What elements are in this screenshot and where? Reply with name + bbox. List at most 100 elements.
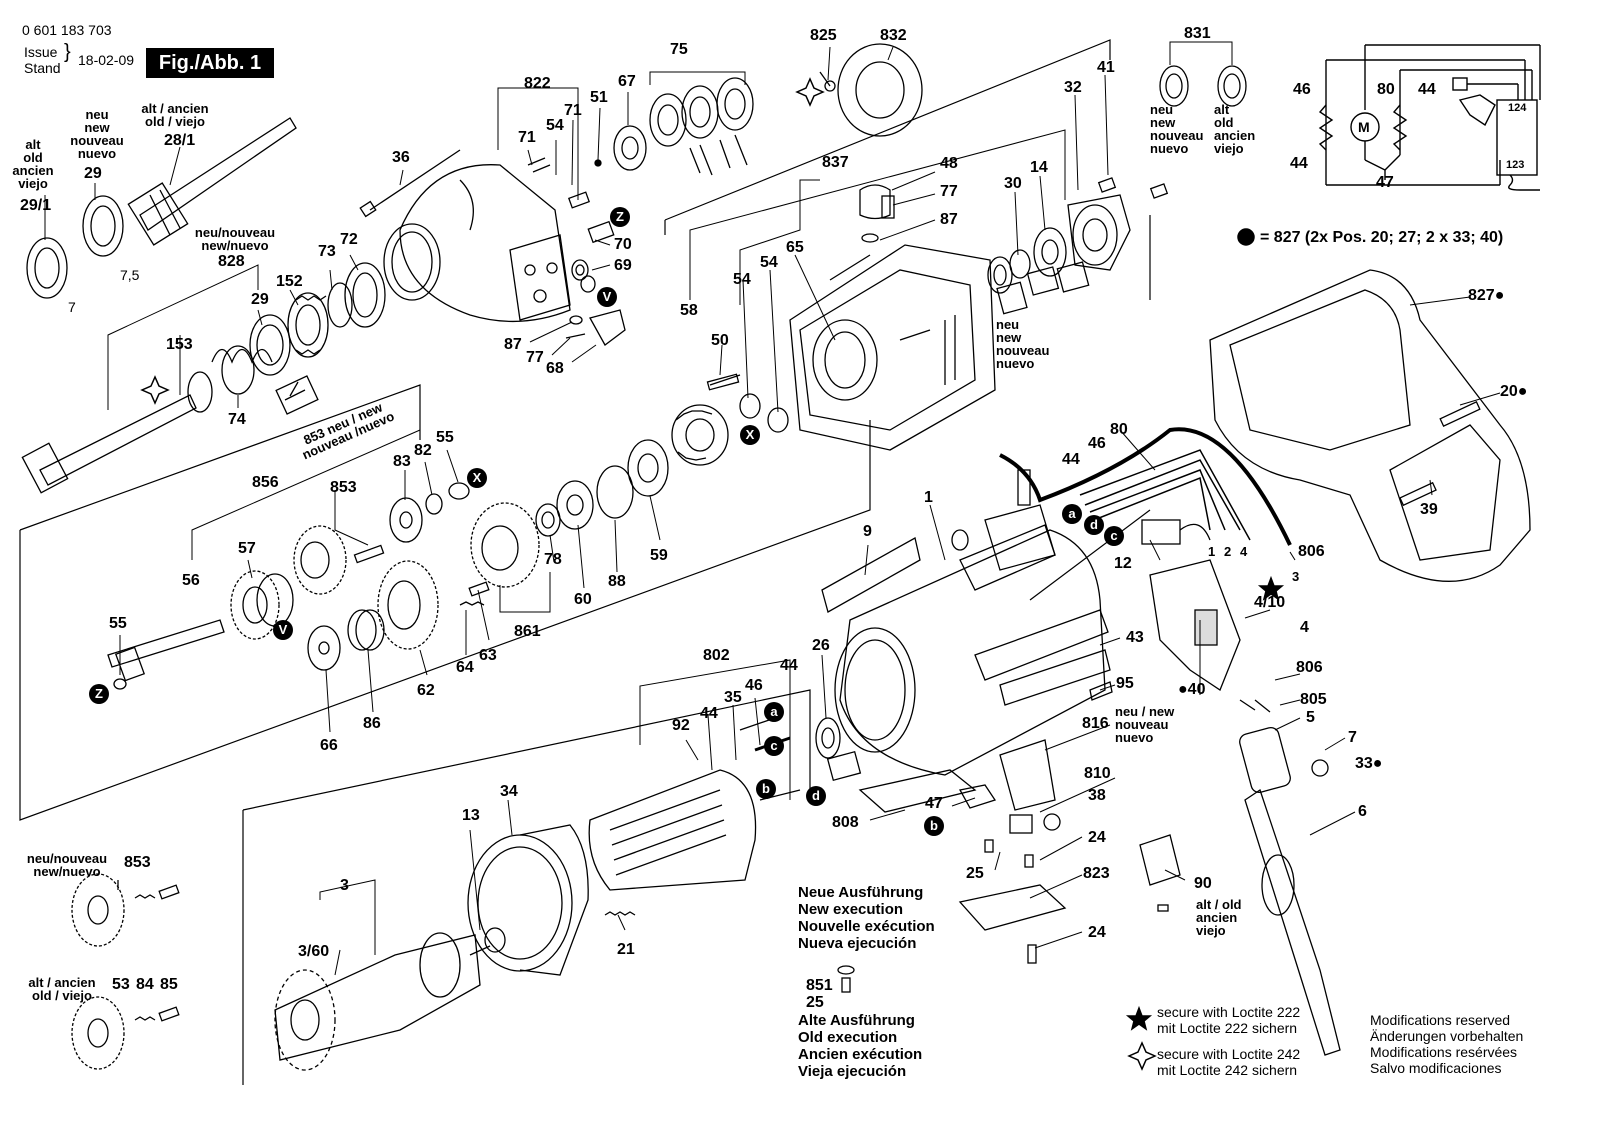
label-69: 69: [614, 257, 632, 274]
label-36: 36: [392, 149, 410, 166]
label-48: 48: [940, 155, 958, 172]
label-802: 802: [703, 647, 730, 664]
callout-v: V: [273, 620, 293, 640]
label-71b: 71: [564, 102, 582, 119]
label-78: 78: [544, 551, 562, 568]
label-54a: 54: [546, 117, 564, 134]
issue-date: 18-02-09: [78, 52, 135, 68]
callout-a: a: [1062, 504, 1082, 524]
wires: [999, 427, 1292, 546]
label-66: 66: [320, 737, 338, 754]
callout-z: Z: [89, 684, 109, 704]
label-153: 153: [166, 336, 193, 353]
label-86: 86: [363, 715, 381, 732]
label-55b: 55: [109, 615, 127, 632]
label-60: 60: [574, 591, 592, 608]
label-46c: 46: [745, 677, 763, 694]
label-54c: 54: [760, 254, 778, 271]
label-39: 39: [1420, 501, 1438, 518]
label-851: 851: [806, 977, 833, 994]
label-88: 88: [608, 573, 626, 590]
label-29-1: 29/1: [20, 197, 52, 214]
label-26: 26: [812, 637, 830, 654]
label-1: 1: [924, 489, 933, 506]
callout-b: b: [756, 779, 776, 799]
label-67: 67: [618, 73, 636, 90]
label-44e: 44: [780, 657, 798, 674]
label-58: 58: [680, 302, 698, 319]
label-853b: 853: [124, 854, 151, 871]
callout-b: b: [924, 816, 944, 836]
label-3: 3: [340, 877, 349, 894]
label-25a: 25: [966, 865, 984, 882]
label-806a: 806: [1298, 543, 1325, 560]
label-861: 861: [514, 623, 541, 640]
label-85: 85: [160, 976, 178, 993]
wire-label-4: 4: [1240, 544, 1248, 559]
label-51: 51: [590, 89, 608, 106]
label-40: ●40: [1178, 681, 1206, 698]
label-828: 828: [218, 253, 245, 270]
label-84: 84: [136, 976, 154, 993]
armature: [274, 717, 801, 1071]
label-46b: 46: [1088, 435, 1106, 452]
stand-label: Stand: [24, 60, 61, 76]
loctite-symbols: [140, 77, 1285, 1071]
label-3-60: 3/60: [298, 943, 330, 960]
label-74: 74: [228, 411, 246, 428]
label-13: 13: [462, 807, 480, 824]
label-808: 808: [832, 814, 859, 831]
label-63: 63: [479, 647, 497, 664]
callout-c: c: [764, 736, 784, 756]
label-65: 65: [786, 239, 804, 256]
handle-827: [1209, 269, 1531, 582]
label-80a: 80: [1377, 81, 1395, 98]
callout-x: X: [467, 468, 487, 488]
label-24b: 24: [1088, 924, 1106, 941]
seal-set-831: [1159, 65, 1247, 107]
bullet-note: = 827 (2x Pos. 20; 27; 2 x 33; 40): [1260, 229, 1504, 246]
label-83: 83: [393, 453, 411, 470]
label-12: 12: [1114, 555, 1132, 572]
label-41: 41: [1097, 59, 1115, 76]
part-number: 0 601 183 703: [22, 22, 112, 38]
label-59: 59: [650, 547, 668, 564]
wire-label-2: 2: [1224, 544, 1232, 559]
label-75: 75: [670, 41, 688, 58]
label-43: 43: [1126, 629, 1144, 646]
label-5: 5: [1306, 709, 1315, 726]
label-28-1: 28/1: [164, 132, 196, 149]
motor-flange: [671, 43, 1169, 466]
label-24a: 24: [1088, 829, 1106, 846]
label-33: 33●: [1355, 755, 1383, 772]
label-73: 73: [318, 243, 336, 260]
motor-symbol: M: [1358, 119, 1370, 135]
label-55a: 55: [436, 429, 454, 446]
gear-train: [107, 439, 669, 690]
label-44c: 44: [1062, 451, 1080, 468]
label-832: 832: [880, 27, 907, 44]
switch-contacts-124: 124: [1508, 102, 1527, 114]
label-30: 30: [1004, 175, 1022, 192]
label-7b: 7: [1348, 729, 1357, 746]
label-64: 64: [456, 659, 474, 676]
label-152: 152: [276, 273, 303, 290]
label-816: 816: [1082, 715, 1109, 732]
label-810: 810: [1084, 765, 1111, 782]
label-9: 9: [863, 523, 872, 540]
callout-c: c: [1104, 526, 1124, 546]
label-21: 21: [617, 941, 635, 958]
label-14: 14: [1030, 159, 1048, 176]
label-4: 4: [1300, 619, 1309, 636]
callout-z: Z: [610, 207, 630, 227]
callout-x: X: [740, 425, 760, 445]
